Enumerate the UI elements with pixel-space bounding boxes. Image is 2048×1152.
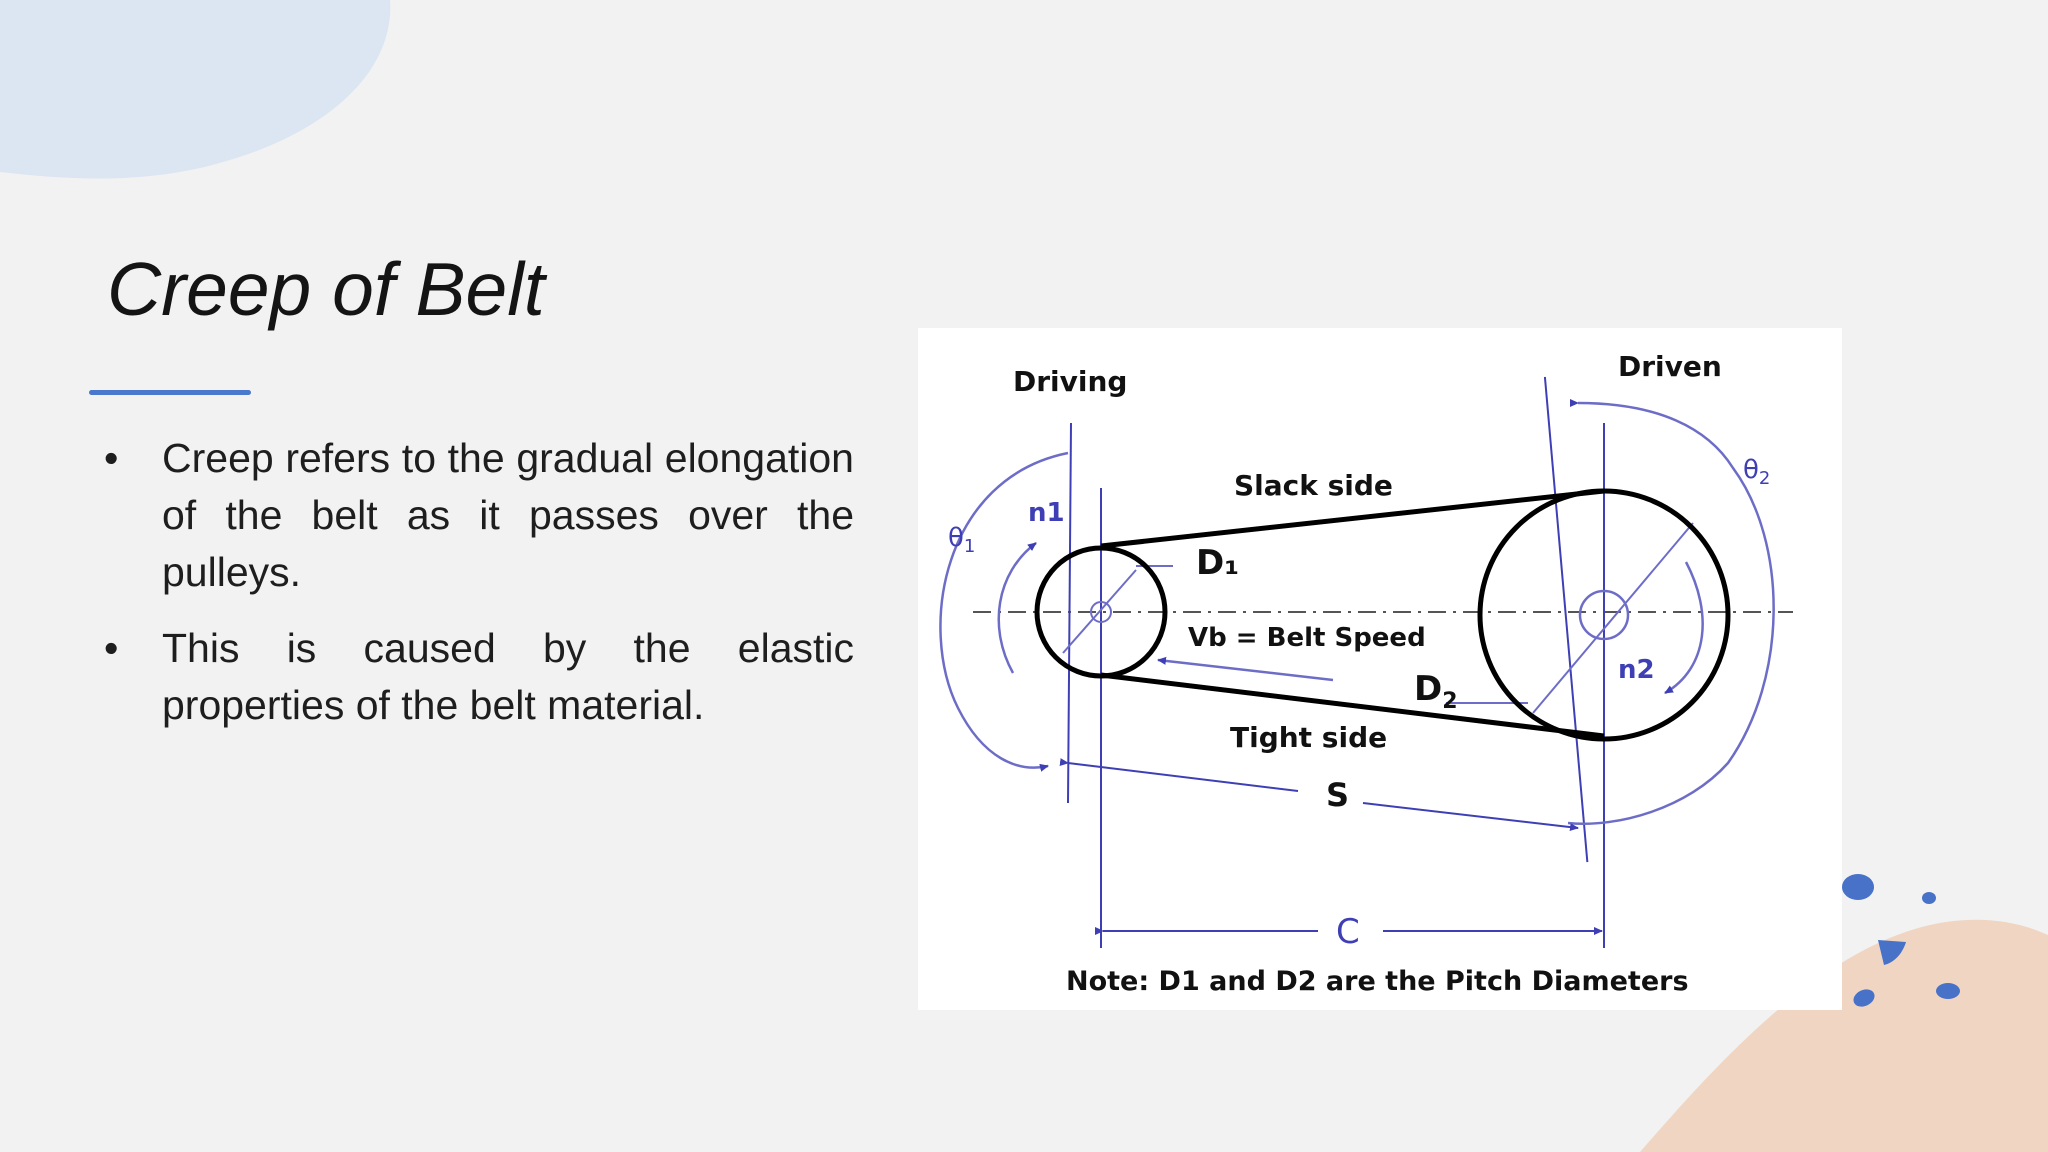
- driven-pulley: [1477, 488, 1731, 742]
- bullet-text: This is caused by the elastic properties…: [162, 625, 854, 728]
- bullet-item: • This is caused by the elastic properti…: [104, 620, 854, 734]
- theta2-arc: [1567, 398, 1775, 825]
- d1-diameter-line: [1062, 569, 1137, 654]
- n2-arrow: [1664, 561, 1704, 695]
- d2-diameter-line: [1532, 522, 1694, 714]
- s-label: S: [1326, 776, 1349, 814]
- belt-speed-arrow: [1157, 656, 1334, 682]
- driven-tilt-line: [1543, 376, 1589, 863]
- driven-label: Driven: [1618, 350, 1722, 383]
- bullet-icon: •: [104, 625, 119, 671]
- belt-speed-label: Vb = Belt Speed: [1188, 623, 1426, 653]
- top-left-blob: [0, 0, 391, 179]
- driven-pulley-hub: [1578, 589, 1630, 641]
- s-dimension-line-right: [1362, 802, 1579, 832]
- driving-label: Driving: [1013, 365, 1127, 398]
- driving-pulley-hub: [1090, 601, 1112, 623]
- theta1-arc: [939, 451, 1069, 772]
- blue-dot: [1936, 983, 1960, 999]
- n1-label: n1: [1028, 498, 1065, 528]
- blue-dot: [1878, 940, 1906, 965]
- blue-dot: [1853, 989, 1875, 1007]
- driving-tilt-line: [1067, 422, 1072, 804]
- bullet-list: • Creep refers to the gradual elongation…: [104, 430, 854, 753]
- d2-label: D2: [1414, 669, 1458, 714]
- pitch-diameter-note: Note: D1 and D2 are the Pitch Diameters: [1066, 966, 1689, 997]
- slack-side-label: Slack side: [1234, 469, 1393, 502]
- theta2-label: θ2: [1743, 455, 1770, 489]
- n1-arrow: [997, 542, 1037, 674]
- d1-label: D₁: [1196, 543, 1239, 583]
- bullet-text: Creep refers to the gradual elongation o…: [162, 435, 854, 595]
- belt-drive-svg: Driving Driven Slack side Tight side Vb …: [939, 350, 1793, 997]
- n2-label: n2: [1618, 655, 1655, 685]
- driving-pulley: [1034, 545, 1168, 679]
- belt-slack-side: [1100, 488, 1605, 549]
- bullet-icon: •: [104, 435, 119, 481]
- blue-dot: [1922, 892, 1936, 904]
- bullet-item: • Creep refers to the gradual elongation…: [104, 430, 854, 601]
- tight-side-label: Tight side: [1230, 721, 1387, 754]
- belt-tight-side: [1100, 672, 1605, 739]
- blue-dot: [1842, 874, 1874, 900]
- c-label: C: [1336, 912, 1360, 952]
- belt-drive-diagram: Driving Driven Slack side Tight side Vb …: [918, 328, 1842, 1010]
- title-underline: [89, 390, 251, 395]
- s-dimension-line-left: [1059, 758, 1299, 792]
- slide-title: Creep of Belt: [107, 247, 545, 331]
- theta1-label: θ1: [948, 523, 975, 557]
